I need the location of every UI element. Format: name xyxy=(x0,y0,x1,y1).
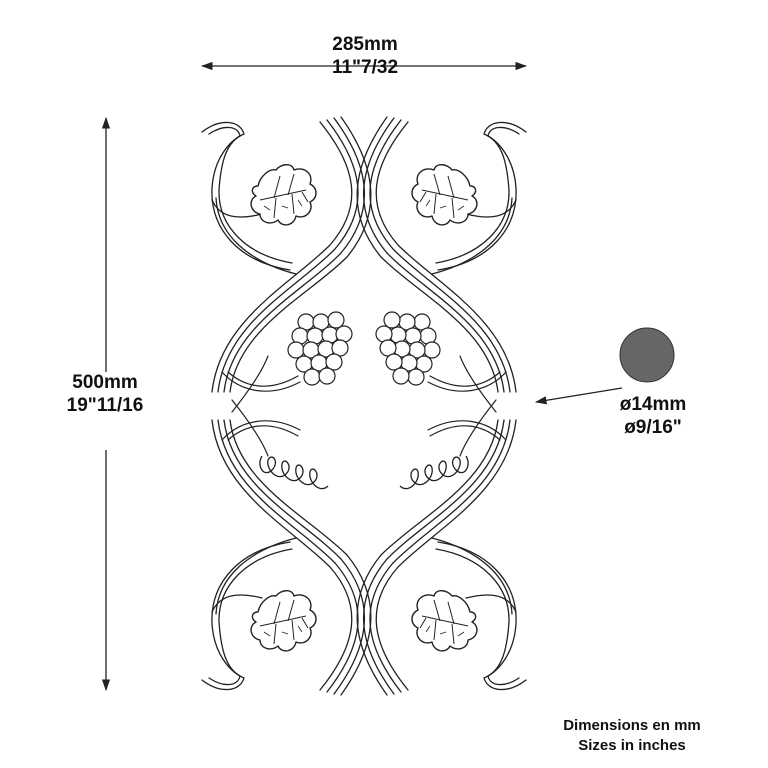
height-label: 500mm 19"11/16 xyxy=(40,372,170,418)
units-legend: Dimensions en mm Sizes in inches xyxy=(532,716,732,757)
bar-leader-line xyxy=(534,387,623,405)
bar-diameter-inches: ø9/16" xyxy=(624,416,682,438)
width-inches: 11"7/32 xyxy=(331,56,399,78)
height-mm: 500mm xyxy=(72,372,138,393)
bar-section-circle xyxy=(619,327,675,383)
bar-diameter-mm: ø14mm xyxy=(619,394,687,415)
width-mm: 285mm xyxy=(332,34,398,55)
width-label: 285mm 11"7/32 xyxy=(300,34,430,80)
bar-diameter-label: ø14mm ø9/16" xyxy=(598,394,708,440)
legend-mm: Dimensions en mm xyxy=(563,717,701,734)
legend-inches: Sizes in inches xyxy=(578,737,686,755)
height-inches: 19"11/16 xyxy=(66,394,144,416)
ornament xyxy=(201,116,527,696)
